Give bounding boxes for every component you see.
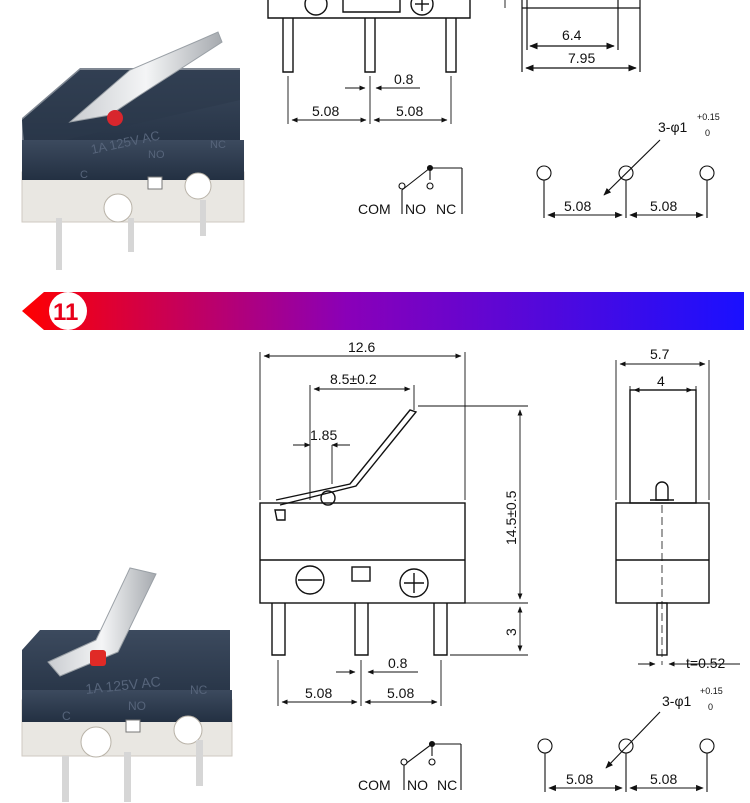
dim-side-inner: 4 <box>657 373 665 389</box>
section-number: 11 <box>53 299 78 326</box>
dim-pitch-left-top: 5.08 <box>312 103 339 119</box>
dim-height: 14.5±0.5 <box>503 490 519 545</box>
hole-pattern <box>537 711 715 792</box>
schematic-nc-top: NC <box>436 201 456 217</box>
dims-top <box>287 0 506 124</box>
hole-tol-lower: 0 <box>708 702 713 712</box>
dim-7-95: 7.95 <box>568 50 595 66</box>
front-drawing-top <box>267 0 471 73</box>
schematic-com-top: COM <box>358 201 391 217</box>
hole-pattern-top <box>536 139 715 219</box>
schematic-no-top: NO <box>405 201 426 217</box>
dim-width-12-6: 12.6 <box>348 339 375 355</box>
side-dims <box>615 360 740 667</box>
hole-pitch-left: 5.08 <box>566 771 593 787</box>
front-dims <box>259 352 528 706</box>
section-banner: 11 <box>22 292 744 330</box>
photo-c-text-bottom: C <box>62 709 71 723</box>
dim-pin-width: 0.8 <box>388 655 408 671</box>
dim-pitch-right-top: 5.08 <box>396 103 423 119</box>
hole-pitch-right: 5.08 <box>650 771 677 787</box>
photo-no-text-bottom: NO <box>128 699 146 713</box>
schematic-nc: NC <box>437 777 457 793</box>
photo-nc-text-bottom: NC <box>190 683 208 697</box>
photo-rating-text-bottom: 1A 125V AC <box>85 673 162 697</box>
hole-tol-upper-top: +0.15 <box>697 112 720 122</box>
hole-tol-upper: +0.15 <box>700 686 723 696</box>
hole-tol-lower-top: 0 <box>705 128 710 138</box>
front-drawing <box>259 409 466 656</box>
hole-pitch-left-top: 5.08 <box>564 198 591 214</box>
side-drawing-top <box>521 0 641 72</box>
photo-c-text: C <box>80 169 88 181</box>
side-drawing <box>615 389 710 665</box>
dim-lever-position: 8.5±0.2 <box>330 371 377 387</box>
schematic-top <box>398 164 463 214</box>
product-photo-top: 1A 125V AC NO NC C <box>21 31 245 270</box>
dim-side-width: 5.7 <box>650 346 670 362</box>
hole-prefix-top: 3-φ1 <box>658 119 688 135</box>
dim-pin-width-top: 0.8 <box>394 71 414 87</box>
schematic-no: NO <box>407 777 428 793</box>
dim-pitch-right: 5.08 <box>387 685 414 701</box>
schematic-bottom <box>400 740 462 790</box>
dim-pin-length: 3 <box>503 628 519 636</box>
dim-thickness: t=0.52 <box>686 655 726 671</box>
dim-lever-tip: 1.85 <box>310 427 337 443</box>
dim-pitch-left: 5.08 <box>305 685 332 701</box>
dim-6-4: 6.4 <box>562 27 582 43</box>
schematic-com: COM <box>358 777 391 793</box>
photo-no-text: NO <box>148 149 165 161</box>
photo-nc-text: NC <box>210 139 226 151</box>
hole-prefix: 3-φ1 <box>662 693 692 709</box>
product-photo-bottom: 1A 125V AC NO NC C <box>21 567 233 802</box>
hole-pitch-right-top: 5.08 <box>650 198 677 214</box>
